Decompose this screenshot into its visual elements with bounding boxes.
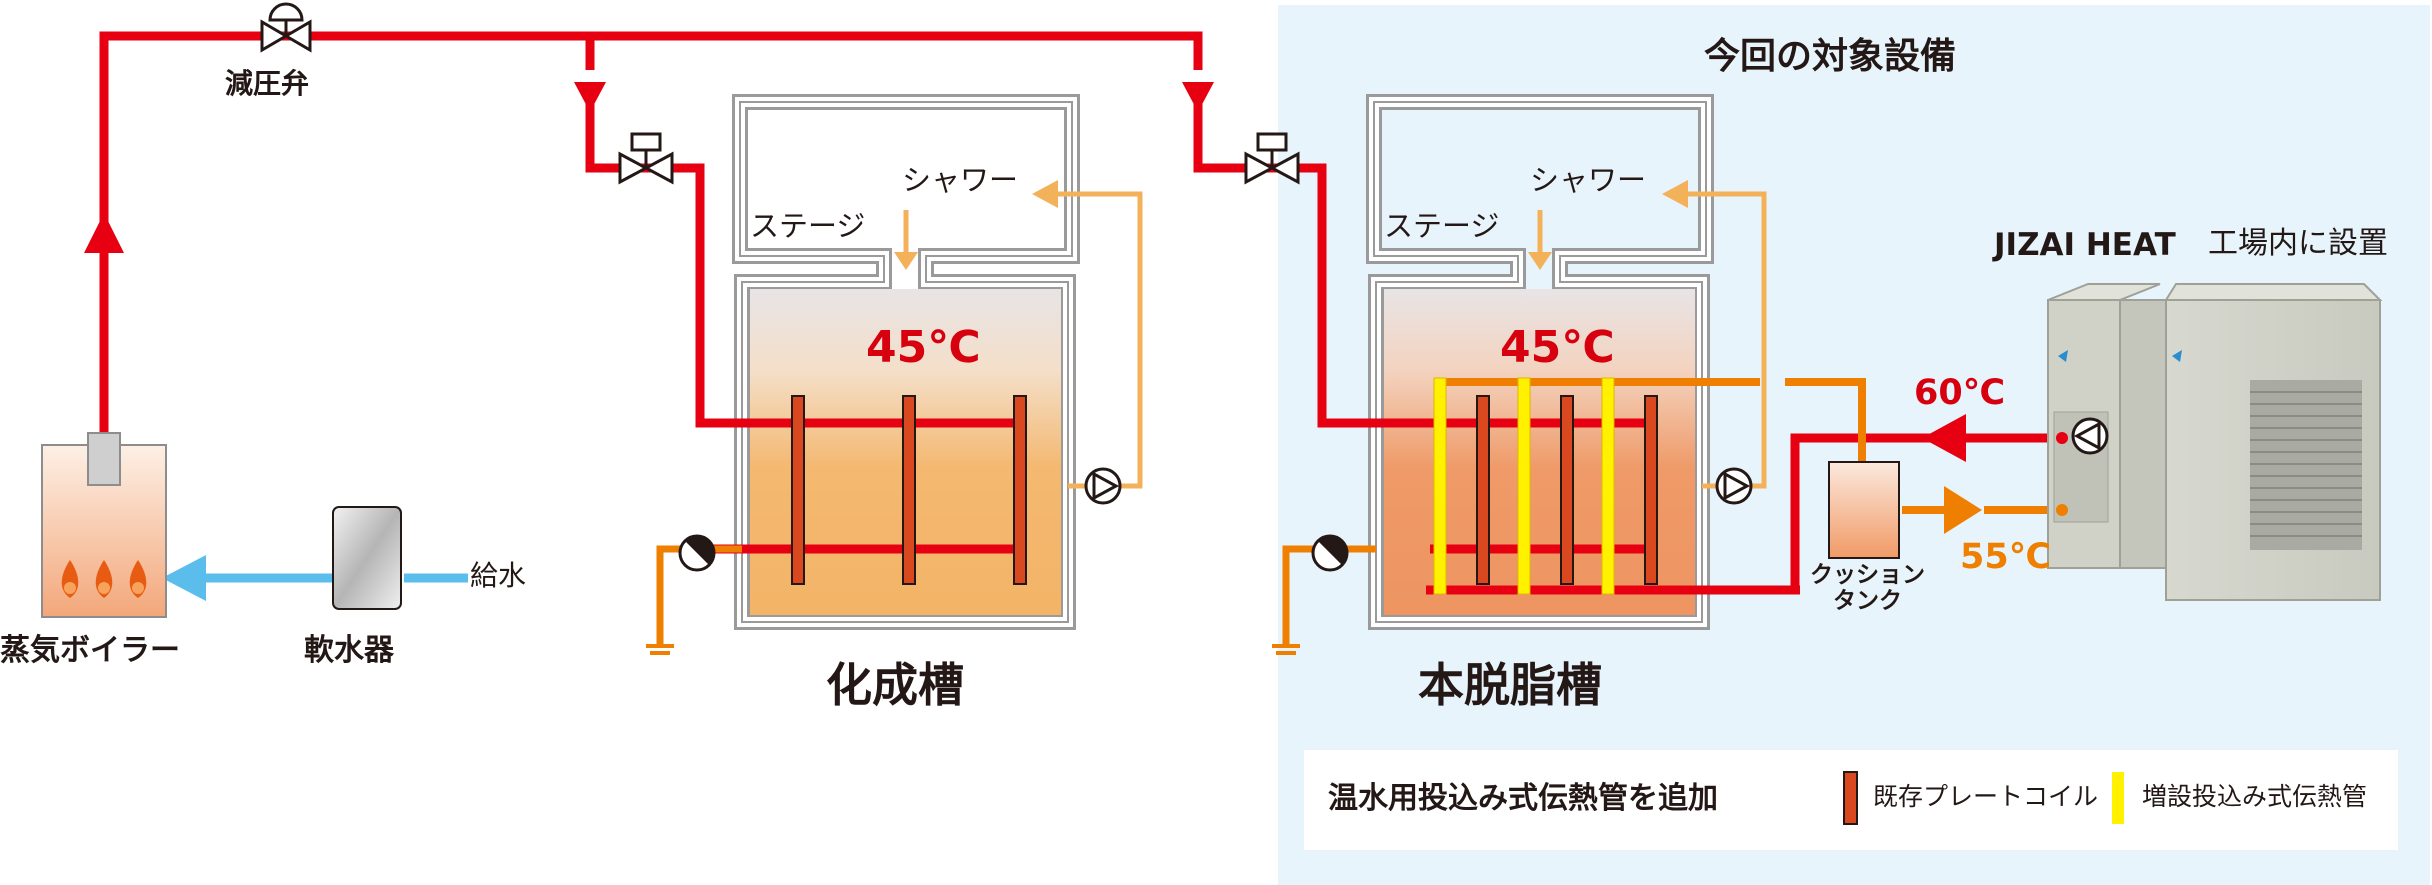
cushion-tank xyxy=(1829,462,1899,558)
jizai-brand-label: JIZAI HEAT xyxy=(1994,230,2176,261)
tank-right-label: 本脱脂槽 xyxy=(1418,662,1602,708)
shower-label-left: シャワー xyxy=(902,166,1018,195)
steam-up-arrow xyxy=(84,213,124,253)
pressure-valve-label: 減圧弁 xyxy=(225,70,309,98)
temp-left-tank: 45℃ xyxy=(866,326,981,370)
softener-label: 軟水器 xyxy=(304,636,394,666)
shower-label-right: シャワー xyxy=(1530,166,1646,195)
legend-added-label: 増設投込み式伝熱管 xyxy=(2142,784,2367,809)
trap-icon-left xyxy=(680,536,714,570)
stage-arrow-left xyxy=(894,252,918,270)
water-supply-label: 給水 xyxy=(470,562,526,590)
pump-icon-right xyxy=(1717,469,1751,503)
target-equipment-label: 今回の対象設備 xyxy=(1704,39,1956,75)
stage-label-right: ステージ xyxy=(1384,212,1499,241)
legend-swatch-existing xyxy=(1844,772,1857,824)
pump-icon-unit xyxy=(2073,419,2107,453)
legend-existing-label: 既存プレートコイル xyxy=(1873,784,2098,809)
temp-right-tank: 45℃ xyxy=(1500,326,1615,370)
jizai-location-label: 工場内に設置 xyxy=(2208,229,2388,259)
legend-title: 温水用投込み式伝熱管を追加 xyxy=(1328,784,1718,814)
feed-water-line xyxy=(162,555,468,601)
cushion-tank-label: クッション タンク xyxy=(1810,562,1925,615)
boiler-outlet xyxy=(88,433,120,485)
shower-arrow-left xyxy=(1032,180,1058,208)
steam-down-arrow-right xyxy=(1182,82,1214,112)
pressure-reducing-valve xyxy=(262,4,310,50)
trap-icon-right xyxy=(1313,536,1347,570)
steam-down-arrow-left xyxy=(574,82,606,112)
water-softener xyxy=(333,507,401,609)
pump-icon-left xyxy=(1086,469,1120,503)
temp-supply: 60℃ xyxy=(1914,376,2005,411)
tank-left-label: 化成槽 xyxy=(826,662,964,708)
stage-label-left: ステージ xyxy=(750,212,865,241)
legend-swatch-added xyxy=(2112,772,2124,824)
temp-return: 55℃ xyxy=(1960,540,2051,575)
boiler-label: 蒸気ボイラー xyxy=(0,636,180,666)
control-valve-left xyxy=(620,134,672,182)
